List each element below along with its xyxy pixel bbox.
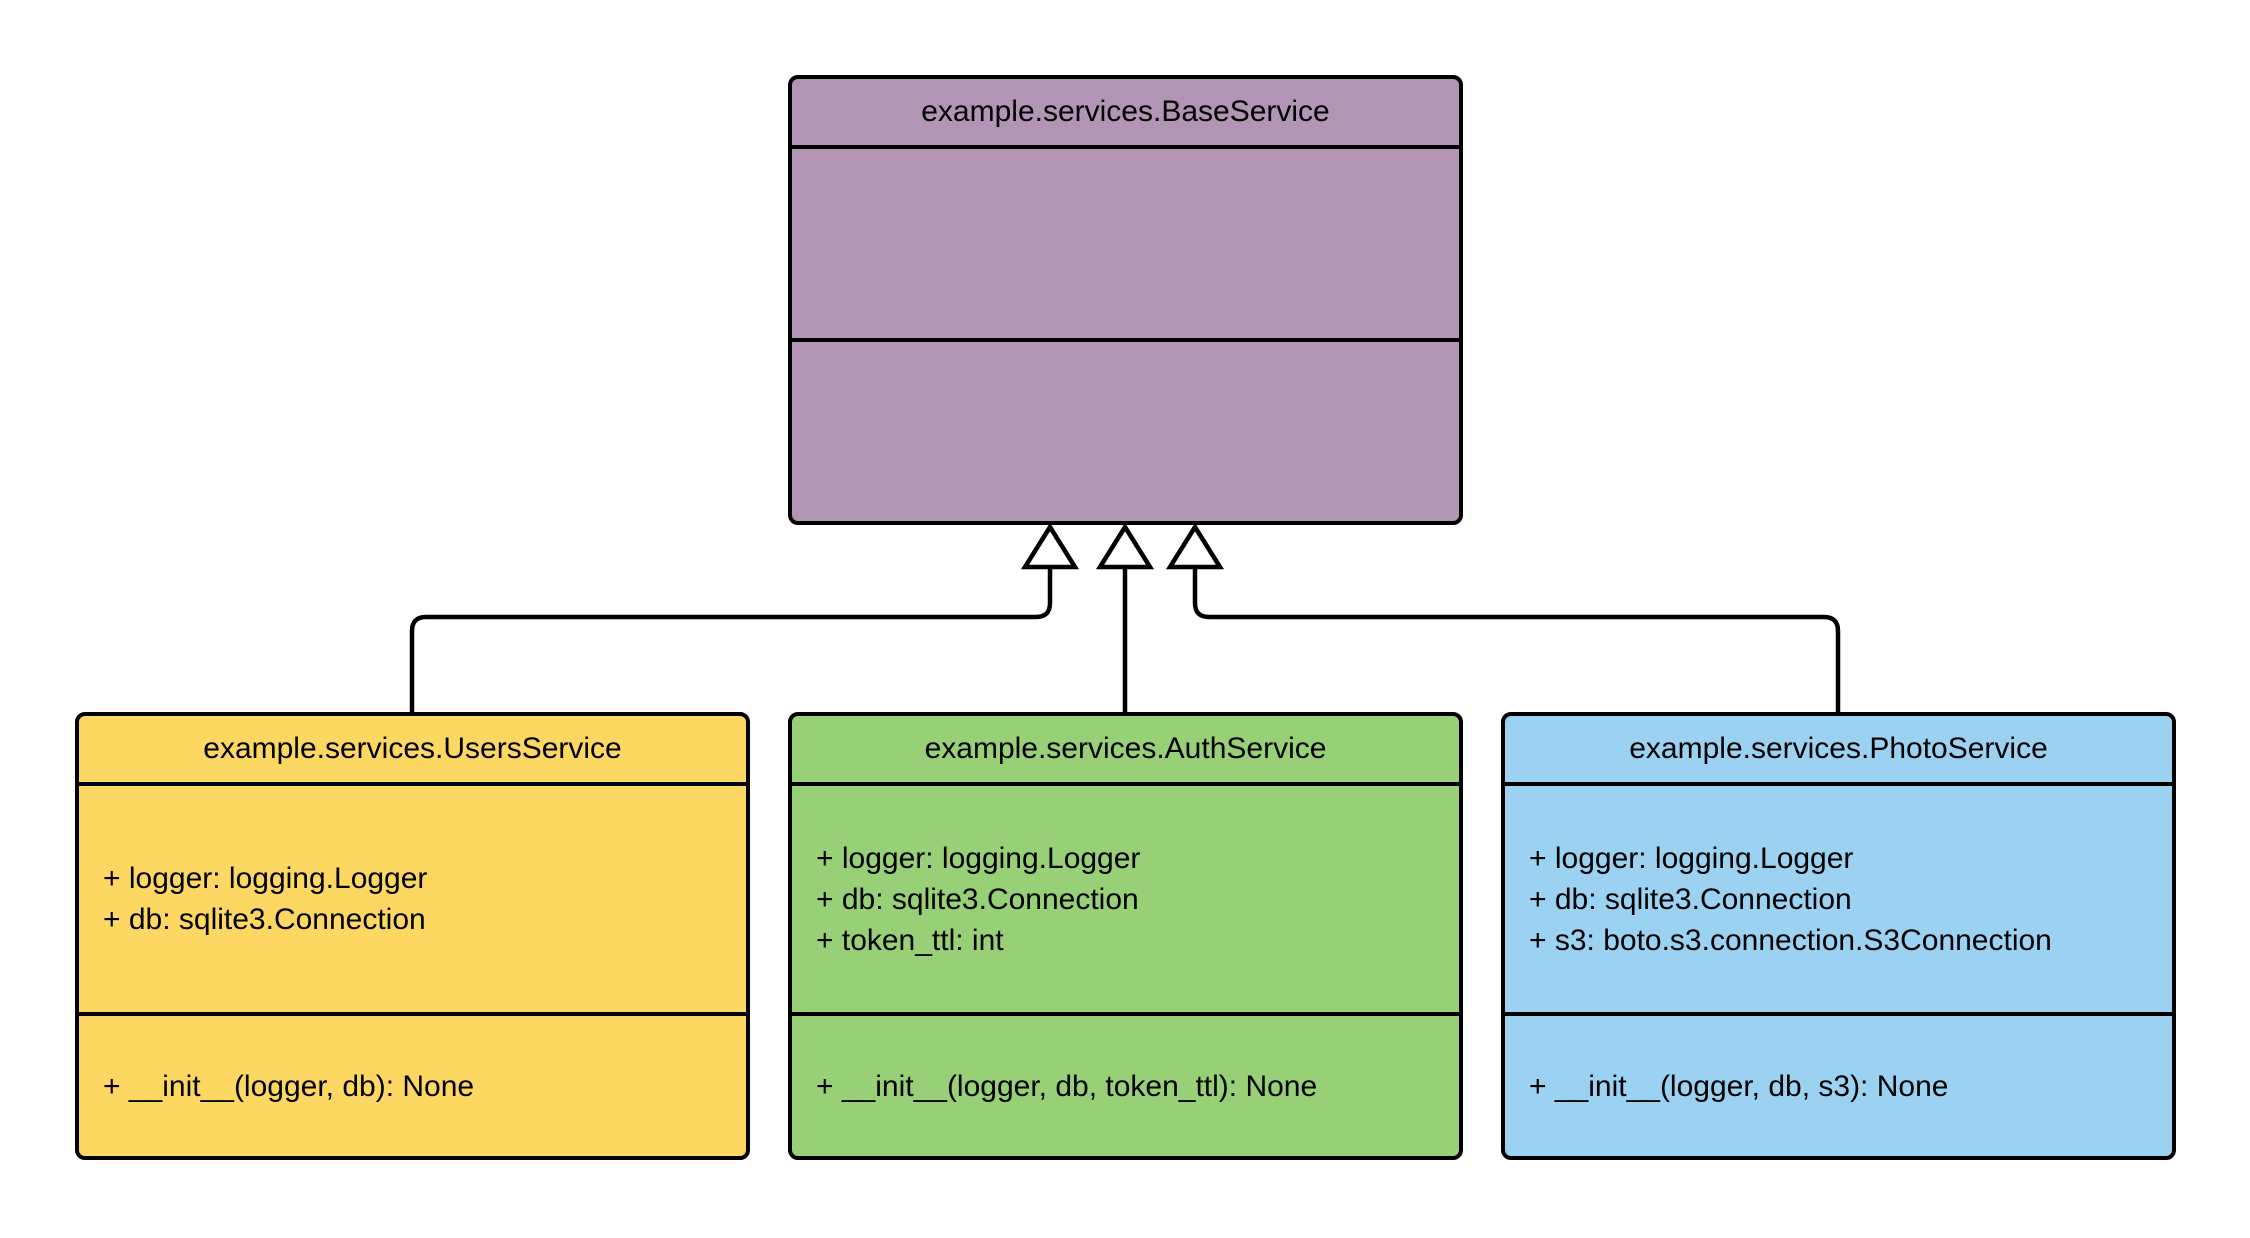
inheritance-connector-users [409, 565, 1053, 714]
method-line: + __init__(logger, db): None [103, 1069, 475, 1103]
attributes-compartment: + logger: logging.Logger + db: sqlite3.C… [1505, 782, 2172, 1012]
attribute-line: + logger: logging.Logger [816, 841, 1141, 875]
attribute-line: + db: sqlite3.Connection [1529, 882, 1852, 916]
class-title: example.services.PhotoService [1629, 732, 2048, 765]
methods-compartment: + __init__(logger, db, token_ttl): None [792, 1012, 1459, 1156]
inheritance-connector-photo [1192, 565, 1841, 714]
attribute-line: + s3: boto.s3.connection.S3Connection [1529, 923, 2052, 957]
class-title: example.services.AuthService [924, 732, 1327, 765]
class-box-usersservice[interactable]: example.services.UsersService + logger: … [75, 712, 750, 1160]
attributes-compartment: + logger: logging.Logger + db: sqlite3.C… [792, 782, 1459, 1012]
methods-compartment: + __init__(logger, db, s3): None [1505, 1012, 2172, 1156]
attributes-compartment [792, 145, 1459, 338]
attribute-line: + db: sqlite3.Connection [103, 903, 426, 936]
attribute-line: + db: sqlite3.Connection [816, 882, 1139, 916]
inheritance-triangle-icon [1165, 522, 1225, 570]
class-box-baseservice[interactable]: example.services.BaseService [788, 75, 1463, 525]
class-title: example.services.UsersService [203, 732, 622, 765]
methods-compartment: + __init__(logger, db): None [79, 1012, 746, 1156]
class-title: example.services.BaseService [921, 95, 1330, 128]
class-box-authservice[interactable]: example.services.AuthService + logger: l… [788, 712, 1463, 1160]
method-line: + __init__(logger, db, token_ttl): None [816, 1069, 1318, 1103]
attributes-compartment: + logger: logging.Logger + db: sqlite3.C… [79, 782, 746, 1012]
inheritance-triangle-icon [1095, 522, 1155, 570]
method-line: + __init__(logger, db, s3): None [1529, 1069, 1949, 1103]
attribute-line: + token_ttl: int [816, 923, 1004, 957]
class-box-photoservice[interactable]: example.services.PhotoService + logger: … [1501, 712, 2176, 1160]
attribute-line: + logger: logging.Logger [1529, 841, 1854, 875]
attribute-line: + logger: logging.Logger [103, 862, 428, 895]
inheritance-triangle-icon [1020, 522, 1080, 570]
methods-compartment [792, 338, 1459, 521]
